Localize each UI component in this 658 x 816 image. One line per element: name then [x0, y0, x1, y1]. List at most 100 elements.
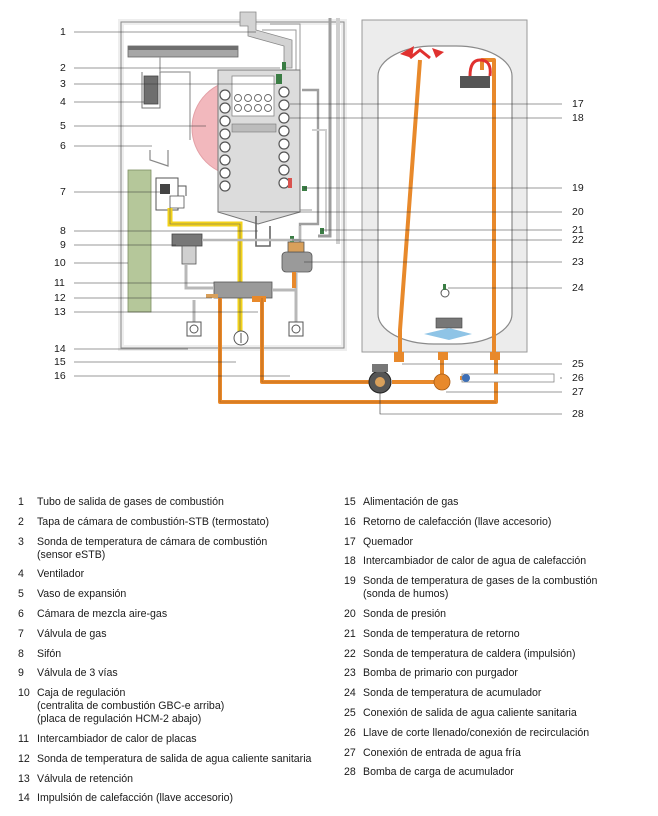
legend-line: (sensor eSTB) [37, 548, 106, 561]
legend-line: Tapa de cámara de combustión-STB (termos… [37, 515, 269, 528]
legend-number: 9 [18, 667, 24, 680]
mixing-chamber [149, 150, 169, 167]
legend-text: Sonda de temperatura de cámara de combus… [37, 536, 338, 562]
legend-line: (placa de regulación HCM-2 abajo) [37, 713, 202, 726]
three-way-valve [171, 233, 203, 247]
legend-number: 21 [344, 627, 356, 640]
callout-11: 11 [54, 277, 65, 289]
storage-pump-28-inner [375, 377, 385, 387]
legend-text: Tapa de cámara de combustión-STB (termos… [37, 516, 338, 529]
callout-10: 10 [54, 257, 66, 269]
callout-22: 22 [572, 234, 584, 246]
legend-line: Sonda de temperatura de cámara de combus… [37, 535, 268, 548]
legend-number: 11 [18, 732, 29, 745]
temp-sensor-3 [276, 74, 282, 84]
legend-number: 16 [344, 515, 356, 528]
three-way-valve-body [181, 245, 197, 265]
legend-text: Sonda de temperatura de acumulador [363, 687, 644, 700]
return-temp-sensor-21 [320, 228, 324, 234]
combustion-chamber-lid-top [128, 46, 238, 50]
legend-text: Caja de regulación(centralita de combust… [37, 687, 338, 726]
control-box [127, 169, 152, 313]
legend-text: Bomba de primario con purgador [363, 667, 644, 680]
legend-item: 16 Retorno de calefacción (llave accesori… [344, 516, 644, 529]
legend-line: Impulsión de calefacción (llave accesori… [37, 792, 234, 805]
legend-item: 7 Válvula de gas [18, 628, 338, 641]
legend-line: Retorno de calefacción (llave accesorio) [363, 515, 552, 528]
callout-18: 18 [572, 112, 584, 124]
legend-text: Conexión de salida de agua caliente sani… [363, 707, 644, 720]
legend-item: 9 Válvula de 3 vías [18, 667, 338, 680]
legend-line: Válvula de 3 vías [37, 667, 118, 680]
callout-1: 1 [60, 26, 66, 38]
legend-item: 2 Tapa de cámara de combustión-STB (termo… [18, 516, 338, 529]
legend-text: Válvula de 3 vías [37, 667, 338, 680]
legend-text: Intercambiador de calor de agua de calef… [363, 555, 644, 568]
legend-text: Retorno de calefacción (llave accesorio) [363, 516, 644, 529]
gas-valve-knob [160, 184, 170, 194]
legend-line: Ventilador [37, 568, 85, 581]
legend-number: 1 [18, 496, 24, 508]
legend-number: 24 [344, 687, 356, 700]
callout-28: 28 [572, 408, 584, 420]
gas-valve-link [178, 185, 187, 196]
tank-heat-arrow-right [468, 58, 492, 77]
legend-number: 4 [18, 568, 24, 581]
tank-sensor-24-stem [443, 284, 446, 290]
heating-supply-valve-14 [186, 321, 202, 337]
legend-number: 8 [18, 647, 24, 660]
legend-line: Intercambiador de calor de placas [37, 732, 197, 745]
callout-4: 4 [60, 96, 66, 108]
callout-24: 24 [572, 282, 584, 294]
legend-number: 14 [18, 792, 30, 805]
shutoff-valve-26 [462, 374, 470, 382]
legend-number: 27 [344, 746, 356, 759]
storage-pump-28-head [372, 364, 388, 372]
legend-line: Sifón [37, 647, 62, 660]
grey-pipe-d [312, 129, 327, 232]
callout-8: 8 [60, 225, 66, 237]
legend-line: Válvula de gas [37, 627, 107, 640]
legend-line: Alimentación de gas [363, 496, 459, 508]
legend-text: Llave de corte llenado/conexión de recir… [363, 727, 644, 740]
legend-number: 2 [18, 515, 24, 528]
boiler-inner-panel [118, 19, 347, 351]
internal-pipe-left [184, 264, 214, 290]
legend-text: Sonda de temperatura de gases de la comb… [363, 575, 644, 601]
legend-text: Quemador [363, 536, 644, 549]
legend-number: 20 [344, 607, 356, 620]
callout-6: 6 [60, 140, 66, 152]
gas-valve-body [169, 195, 185, 209]
legend-text: Alimentación de gas [363, 496, 644, 509]
legend-line: Caja de regulación [37, 687, 126, 700]
heat-exchanger-inner [234, 94, 272, 112]
legend-text: Sonda de temperatura de salida de agua c… [37, 753, 338, 766]
primary-pump-head [287, 241, 305, 253]
legend-number: 28 [344, 766, 356, 779]
callout-25: 25 [572, 358, 584, 370]
callout-9: 9 [60, 239, 66, 251]
chamber-bottom [217, 211, 301, 225]
leader-lines-right [260, 103, 562, 415]
legend-line: Llave de corte llenado/conexión de recir… [363, 726, 590, 739]
burner-17 [231, 75, 275, 117]
callout-7: 7 [60, 186, 66, 198]
legend-item: 8 Sifón [18, 648, 338, 661]
legend-number: 7 [18, 627, 24, 640]
legend-line: Sonda de temperatura de retorno [363, 627, 520, 640]
tank-connection-right [490, 352, 500, 360]
heat-exchanger-coils-left [219, 89, 231, 192]
legend-item: 14 Impulsión de calefacción (llave acceso… [18, 792, 338, 805]
